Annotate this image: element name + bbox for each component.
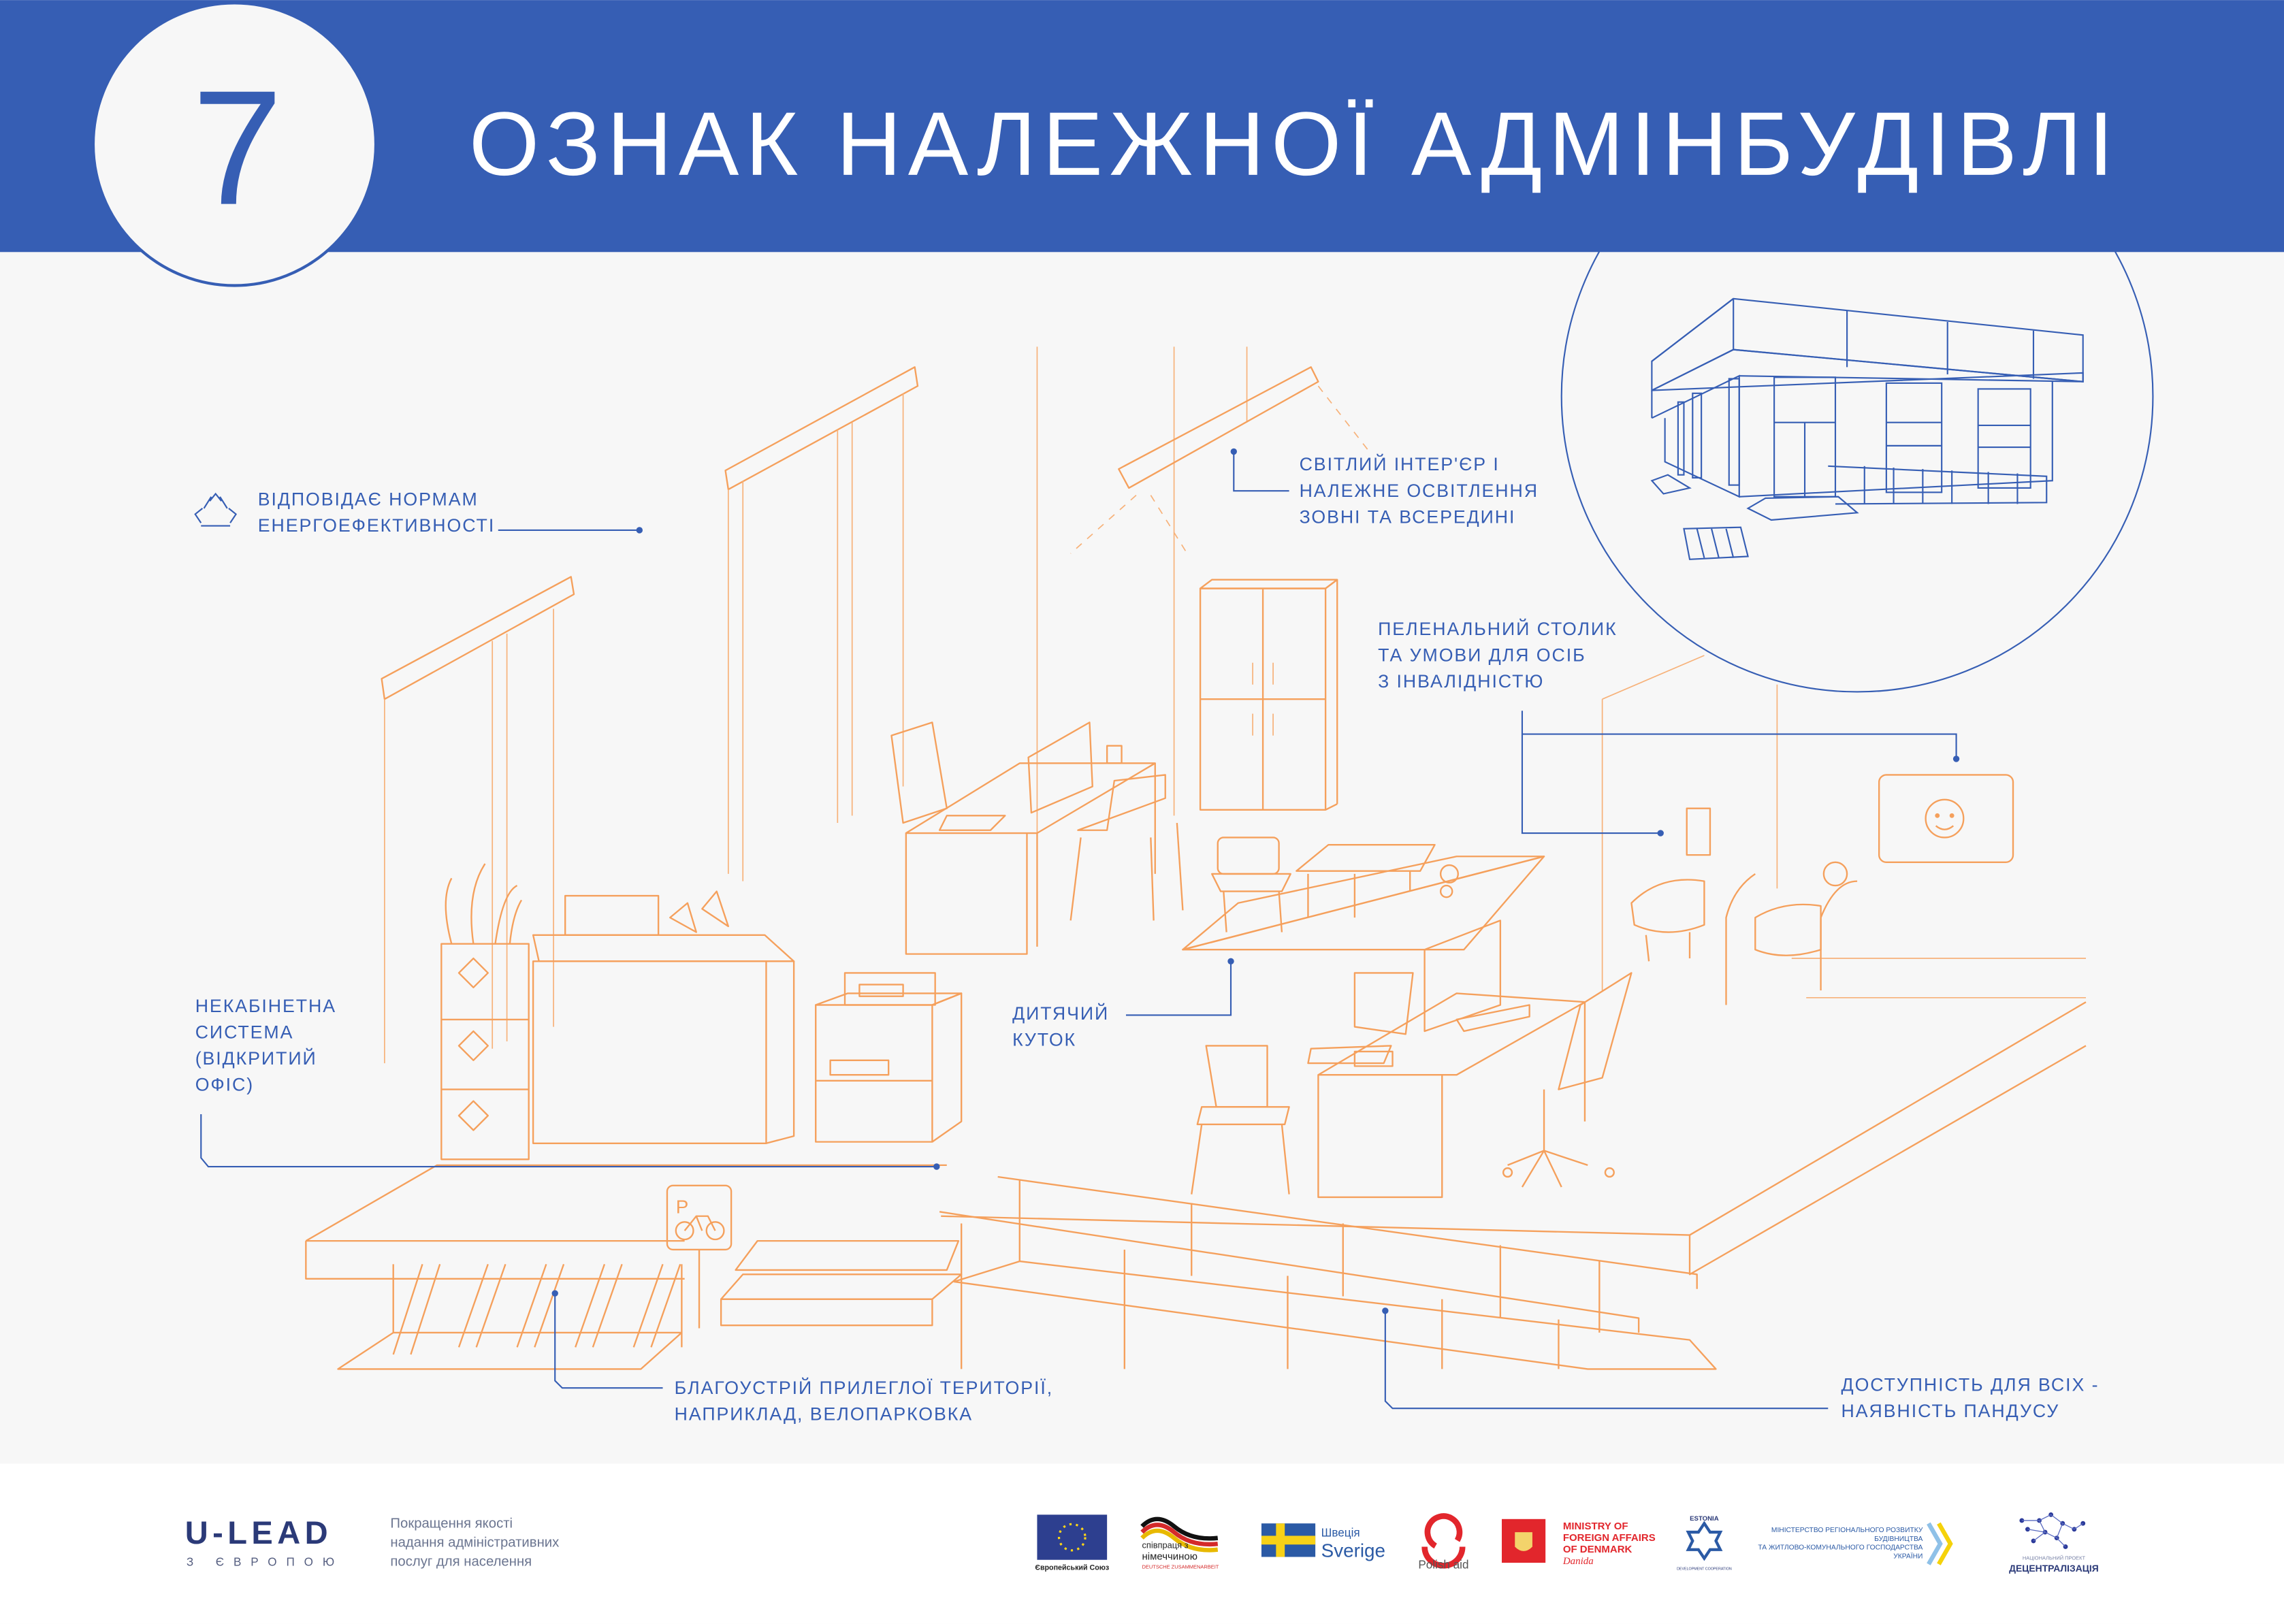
- svg-text:Європейський Союз: Європейський Союз: [1035, 1564, 1109, 1572]
- callout-accessibility: ДОСТУПНІСТЬ ДЛЯ ВСІХ - НАЯВНІСТЬ ПАНДУСУ: [1382, 1308, 2100, 1421]
- window-right: [724, 366, 919, 881]
- svg-text:УКРАЇНИ: УКРАЇНИ: [1893, 1553, 1923, 1561]
- svg-text:послуг для населення: послуг для населення: [390, 1554, 532, 1569]
- label-office-line3: (ВІДКРИТИЙ: [195, 1048, 317, 1069]
- svg-text:ТА ЖИТЛОВО-КОМУНАЛЬНОГО ГОСПОД: ТА ЖИТЛОВО-КОМУНАЛЬНОГО ГОСПОДАРСТВА: [1758, 1544, 1923, 1552]
- svg-text:DEVELOPMENT COOPERATION: DEVELOPMENT COOPERATION: [1677, 1568, 1732, 1572]
- svg-text:DEUTSCHE ZUSAMMENARBEIT: DEUTSCHE ZUSAMMENARBEIT: [1142, 1564, 1219, 1570]
- kids-corner-illustration: [1182, 837, 1545, 951]
- callout-changing-table: ПЕЛЕНАЛЬНИЙ СТОЛИК ТА УМОВИ ДЛЯ ОСІБ З І…: [1378, 618, 1960, 837]
- svg-text:MINISTRY OF: MINISTRY OF: [1563, 1521, 1628, 1532]
- svg-text:Danida: Danida: [1562, 1556, 1594, 1567]
- page-title: ОЗНАК НАЛЕЖНОЇ АДМІНБУДІВЛІ: [469, 94, 2120, 195]
- ramp: [939, 1175, 1717, 1370]
- label-changing-line2: ТА УМОВИ ДЛЯ ОСІБ: [1378, 645, 1586, 666]
- germany-logo: співпраця з німеччиною DEUTSCHE ZUSAMMEN…: [1140, 1516, 1219, 1570]
- ulead-logo: U-LEAD З ЄВРОПОЮ: [185, 1514, 344, 1568]
- sweden-logo: Швеція Sverige: [1261, 1523, 1385, 1561]
- callout-kids-corner: ДИТЯЧИЙ КУТОК: [1012, 958, 1234, 1050]
- callout-lighting: СВІТЛИЙ ІНТЕР'ЄР І НАЛЕЖНЕ ОСВІТЛЕННЯ ЗО…: [1230, 448, 1539, 527]
- svg-text:U-LEAD: U-LEAD: [185, 1514, 332, 1550]
- cabinet: [1199, 579, 1338, 811]
- building-illustration: [1650, 297, 2084, 560]
- front-desk: [1191, 920, 1632, 1199]
- eu-logo: Європейський Союз: [1035, 1514, 1109, 1572]
- ceiling-lamp: [1070, 366, 1370, 554]
- callout-open-office: НЕКАБІНЕТНА СИСТЕМА (ВІДКРИТИЙ ОФІС): [195, 996, 940, 1170]
- svg-text:ДЕЦЕНТРАЛІЗАЦІЯ: ДЕЦЕНТРАЛІЗАЦІЯ: [2009, 1563, 2099, 1574]
- label-changing-line3: З ІНВАЛІДНІСТЮ: [1378, 671, 1544, 692]
- svg-text:Sverige: Sverige: [1321, 1540, 1385, 1561]
- number-badge: [91, 1, 378, 287]
- footer-background: [0, 1463, 2284, 1624]
- bike-rack: [337, 1263, 683, 1370]
- label-changing-line1: ПЕЛЕНАЛЬНИЙ СТОЛИК: [1378, 618, 1617, 639]
- reception-counter: [440, 863, 795, 1160]
- svg-text:Покращення якості: Покращення якості: [390, 1516, 513, 1531]
- svg-text:МІНІСТЕРСТВО РЕГІОНАЛЬНОГО РОЗ: МІНІСТЕРСТВО РЕГІОНАЛЬНОГО РОЗВИТКУ: [1771, 1527, 1923, 1534]
- svg-text:Polish aid: Polish aid: [1418, 1559, 1468, 1572]
- label-office-line1: НЕКАБІНЕТНА: [195, 996, 336, 1016]
- ministry-logo: МІНІСТЕРСТВО РЕГІОНАЛЬНОГО РОЗВИТКУ БУДІ…: [1758, 1522, 1953, 1565]
- svg-text:німеччиною: німеччиною: [1142, 1551, 1198, 1563]
- callout-landscaping: БЛАГОУСТРІЙ ПРИЛЕГЛОЇ ТЕРИТОРІЇ, НАПРИКЛ…: [551, 1290, 1053, 1424]
- label-landscape-line2: НАПРИКЛАД, ВЕЛОПАРКОВКА: [675, 1403, 973, 1424]
- svg-text:Швеція: Швеція: [1321, 1526, 1360, 1539]
- header-number: 7: [192, 56, 283, 239]
- bike-parking-sign: P: [666, 1184, 733, 1329]
- parking-sign-letter: P: [676, 1196, 689, 1217]
- label-office-line2: СИСТЕМА: [195, 1022, 294, 1043]
- svg-text:БУДІВНИЦТВА: БУДІВНИЦТВА: [1874, 1536, 1923, 1543]
- denmark-logo: MINISTRY OF FOREIGN AFFAIRS OF DENMARK D…: [1501, 1519, 1656, 1567]
- accessible-restroom: [1630, 774, 2014, 1005]
- svg-text:З ЄВРОПОЮ: З ЄВРОПОЮ: [187, 1555, 344, 1568]
- back-desk: [890, 721, 1184, 955]
- header-bar: [0, 0, 2284, 253]
- office-illustration: P: [305, 346, 2087, 1370]
- label-lighting-line1: СВІТЛИЙ ІНТЕР'ЄР І: [1300, 453, 1500, 474]
- svg-text:OF DENMARK: OF DENMARK: [1563, 1544, 1632, 1555]
- svg-text:НАЦІОНАЛЬНИЙ ПРОЕКТ: НАЦІОНАЛЬНИЙ ПРОЕКТ: [2023, 1555, 2086, 1561]
- tagline: Покращення якості надання адміністративн…: [390, 1516, 559, 1570]
- header: 7 ОЗНАК НАЛЕЖНОЇ АДМІНБУДІВЛІ: [0, 0, 2284, 287]
- label-access-line2: НАЯВНІСТЬ ПАНДУСУ: [1841, 1401, 2060, 1421]
- svg-text:ESTONIA: ESTONIA: [1690, 1515, 1719, 1523]
- label-energy-line1: ВІДПОВІДАЄ НОРМАМ: [258, 489, 479, 510]
- svg-text:надання адміністративних: надання адміністративних: [390, 1535, 559, 1550]
- label-landscape-line1: БЛАГОУСТРІЙ ПРИЛЕГЛОЇ ТЕРИТОРІЇ,: [675, 1377, 1053, 1398]
- label-access-line1: ДОСТУПНІСТЬ ДЛЯ ВСІХ -: [1841, 1375, 2100, 1395]
- label-kids-line2: КУТОК: [1012, 1029, 1076, 1050]
- label-energy-line2: ЕНЕРГОЕФЕКТИВНОСТІ: [258, 515, 495, 536]
- label-lighting-line2: НАЛЕЖНЕ ОСВІТЛЕННЯ: [1300, 481, 1539, 501]
- footer: U-LEAD З ЄВРОПОЮ Покращення якості надан…: [0, 1463, 2284, 1624]
- estonia-logo: ESTONIA DEVELOPMENT COOPERATION: [1677, 1515, 1732, 1572]
- printer-cabinet: [815, 972, 963, 1143]
- label-office-line4: ОФІС): [195, 1075, 254, 1095]
- window-left: [381, 576, 575, 1064]
- polish-aid-logo: Polish aid: [1418, 1513, 1469, 1572]
- callout-energy: ВІДПОВІДАЄ НОРМАМ ЕНЕРГОЕФЕКТИВНОСТІ: [194, 489, 643, 536]
- label-kids-line1: ДИТЯЧИЙ: [1012, 1003, 1109, 1024]
- decentralization-logo: НАЦІОНАЛЬНИЙ ПРОЕКТ ДЕЦЕНТРАЛІЗАЦІЯ: [2009, 1512, 2099, 1574]
- label-lighting-line3: ЗОВНІ ТА ВСЕРЕДИНІ: [1300, 506, 1516, 527]
- svg-text:FOREIGN AFFAIRS: FOREIGN AFFAIRS: [1563, 1532, 1656, 1544]
- svg-text:співпраця з: співпраця з: [1142, 1540, 1189, 1550]
- recycle-icon: [194, 492, 238, 527]
- building-vignette: [1560, 99, 2154, 693]
